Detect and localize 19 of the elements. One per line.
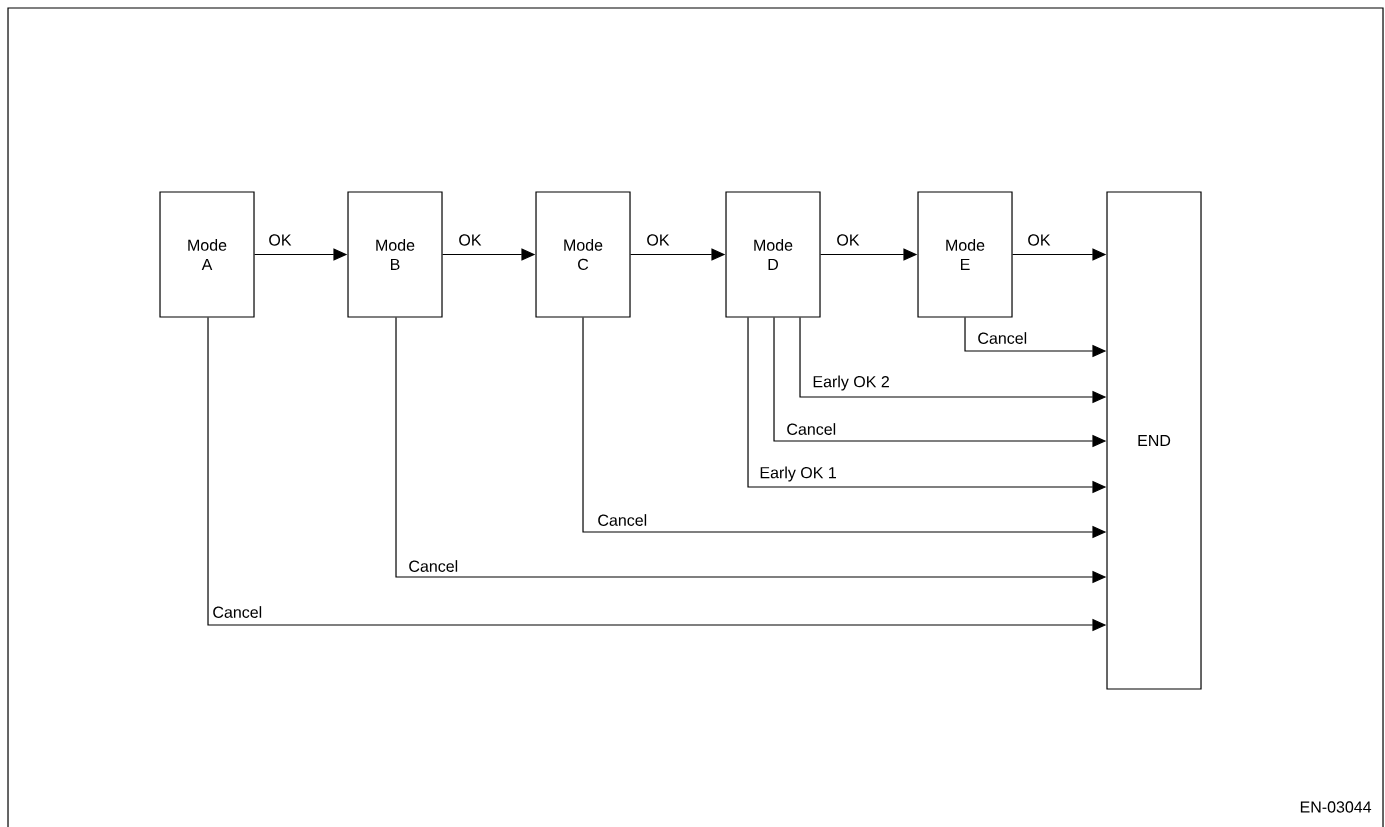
mode-box: Mode D bbox=[725, 191, 821, 318]
edge-label: OK bbox=[647, 234, 670, 246]
edge-label: Cancel bbox=[978, 332, 1027, 344]
figure-code: EN-03044 bbox=[1300, 801, 1372, 813]
edge-label: Cancel bbox=[598, 514, 647, 526]
mode-box: Mode A bbox=[159, 191, 255, 318]
edge-label: Cancel bbox=[213, 606, 262, 618]
edge-label: Cancel bbox=[787, 423, 836, 435]
edge-label: Cancel bbox=[409, 560, 458, 572]
edge-label: Early OK 1 bbox=[760, 466, 836, 482]
mode-box: Mode C bbox=[535, 191, 631, 318]
edge-label: OK bbox=[1028, 234, 1051, 246]
mode-box: Mode B bbox=[347, 191, 443, 318]
edge-label: Early OK 2 bbox=[813, 375, 889, 391]
mode-box: Mode E bbox=[917, 191, 1013, 318]
edge-label: OK bbox=[837, 234, 860, 246]
edge-label: OK bbox=[269, 234, 292, 246]
mode-box: END bbox=[1106, 191, 1202, 690]
edge-label: OK bbox=[459, 234, 482, 246]
